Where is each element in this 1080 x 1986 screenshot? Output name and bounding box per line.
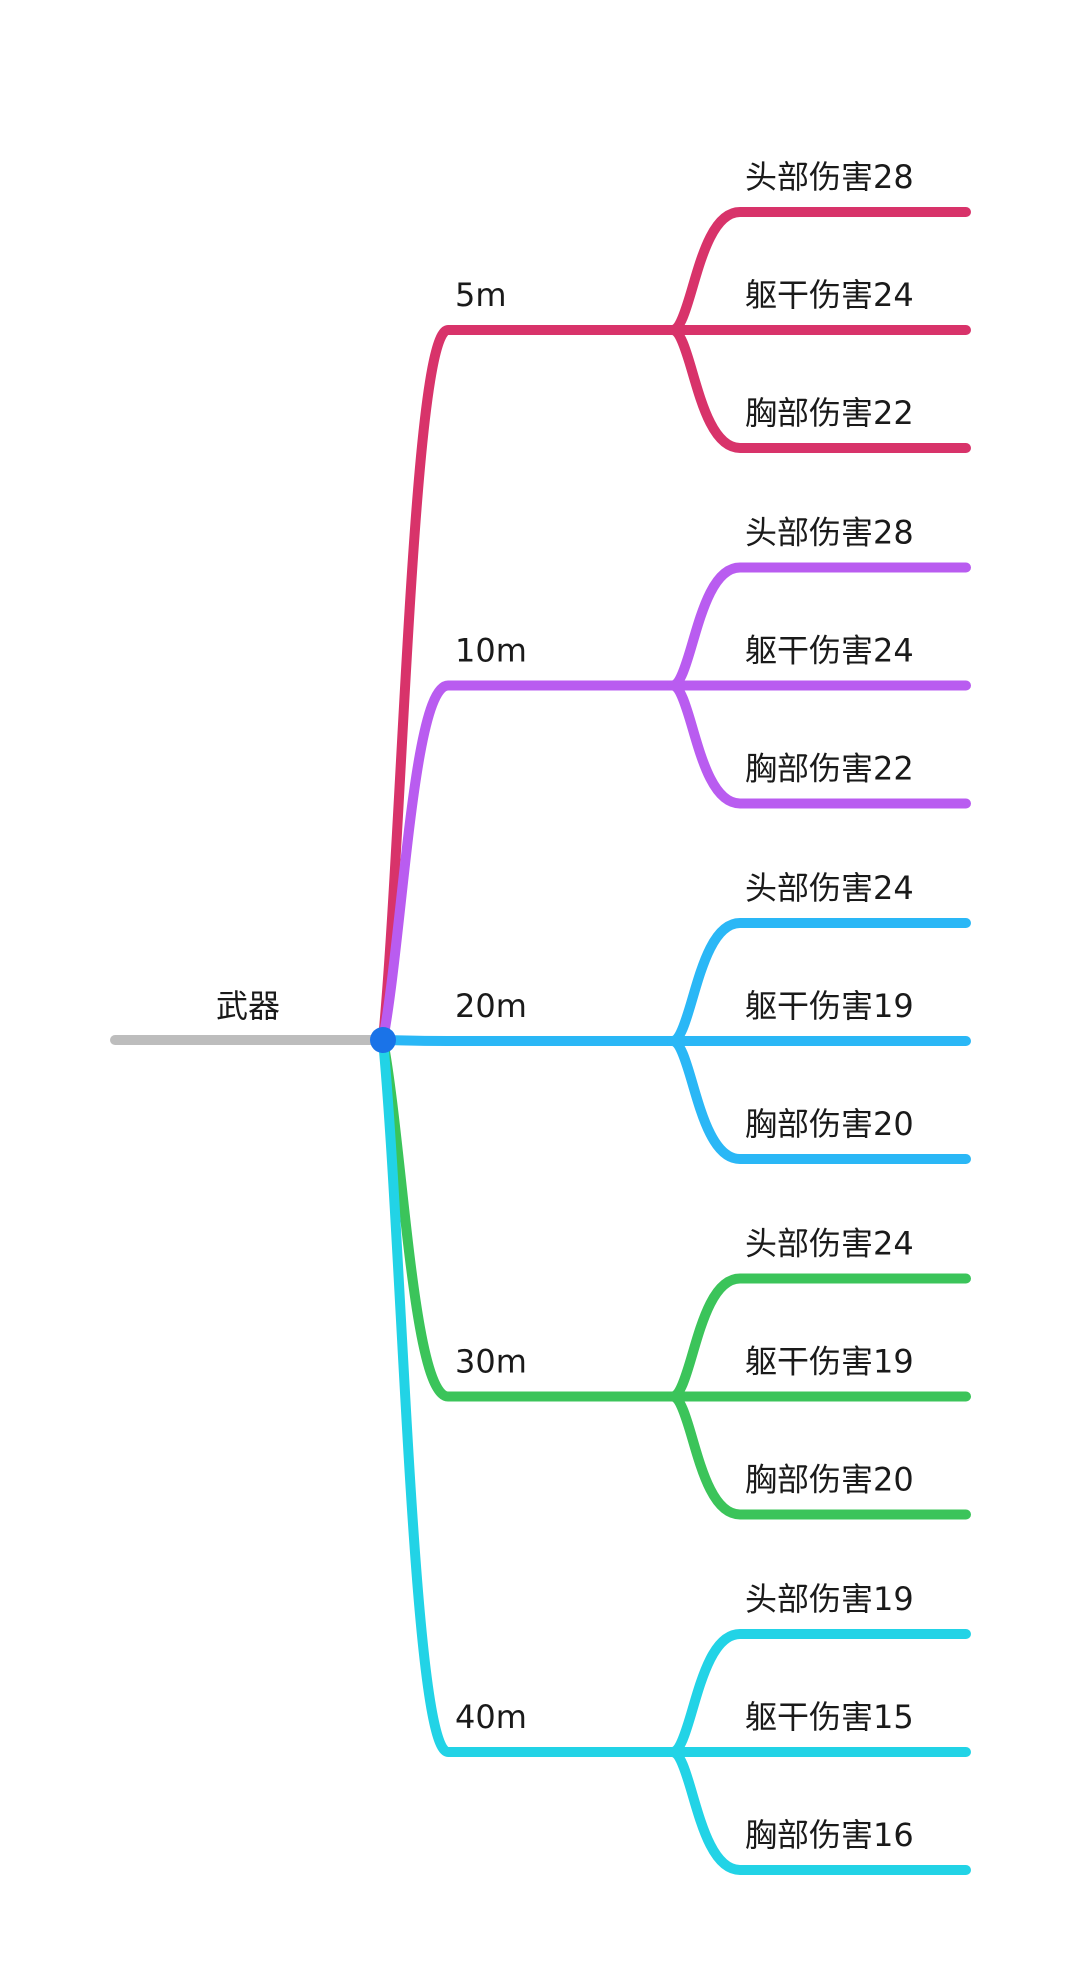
leaf-edge <box>667 1629 971 1757</box>
leaf-edge <box>667 680 971 809</box>
leaf-label[interactable]: 胸部伤害22 <box>745 394 914 432</box>
leaf-label[interactable]: 胸部伤害20 <box>745 1105 914 1143</box>
branch-label[interactable]: 30m <box>455 1343 527 1381</box>
leaf-label[interactable]: 头部伤害24 <box>745 869 914 907</box>
leaf-label[interactable]: 躯干伤害24 <box>745 632 914 670</box>
branch-edge-40m <box>378 1035 677 1757</box>
leaf-label[interactable]: 躯干伤害15 <box>745 1698 914 1736</box>
leaf-edge <box>667 325 971 453</box>
branch-label[interactable]: 20m <box>455 987 527 1025</box>
labels-layer: 5m 头部伤害28 躯干伤害24 胸部伤害22 10m 头部伤害28 躯干伤害24 胸部伤害2… <box>455 158 914 1854</box>
leaf-label[interactable]: 头部伤害28 <box>745 158 914 196</box>
leaf-label[interactable]: 躯干伤害19 <box>745 987 914 1025</box>
leaf-edge <box>667 918 971 1046</box>
leaf-label[interactable]: 头部伤害24 <box>745 1225 914 1263</box>
edges-layer <box>378 207 971 1875</box>
leaf-label[interactable]: 头部伤害19 <box>745 1580 914 1618</box>
leaf-edge <box>667 1036 971 1164</box>
leaf-edge <box>667 562 971 691</box>
branch-edge-20m <box>378 1035 677 1046</box>
branch-edge-30m <box>378 1035 677 1402</box>
leaf-edge <box>667 1747 971 1875</box>
leaf-label[interactable]: 胸部伤害16 <box>745 1816 914 1854</box>
leaf-edge <box>667 1391 971 1520</box>
leaf-label[interactable]: 胸部伤害20 <box>745 1461 914 1499</box>
branch-label[interactable]: 40m <box>455 1698 527 1736</box>
root-node[interactable]: 武器 <box>110 987 396 1053</box>
root-label: 武器 <box>216 987 280 1025</box>
branch-edge-10m <box>378 680 677 1045</box>
leaf-label[interactable]: 躯干伤害24 <box>745 276 914 314</box>
root-dot[interactable] <box>370 1027 396 1053</box>
branch-label[interactable]: 10m <box>455 632 527 670</box>
leaf-label[interactable]: 头部伤害28 <box>745 514 914 552</box>
branch-label[interactable]: 5m <box>455 276 507 314</box>
leaf-label[interactable]: 躯干伤害19 <box>745 1343 914 1381</box>
leaf-edge <box>667 1273 971 1402</box>
leaf-edge <box>667 207 971 335</box>
branch-edge-5m <box>378 325 677 1045</box>
leaf-label[interactable]: 胸部伤害22 <box>745 750 914 788</box>
